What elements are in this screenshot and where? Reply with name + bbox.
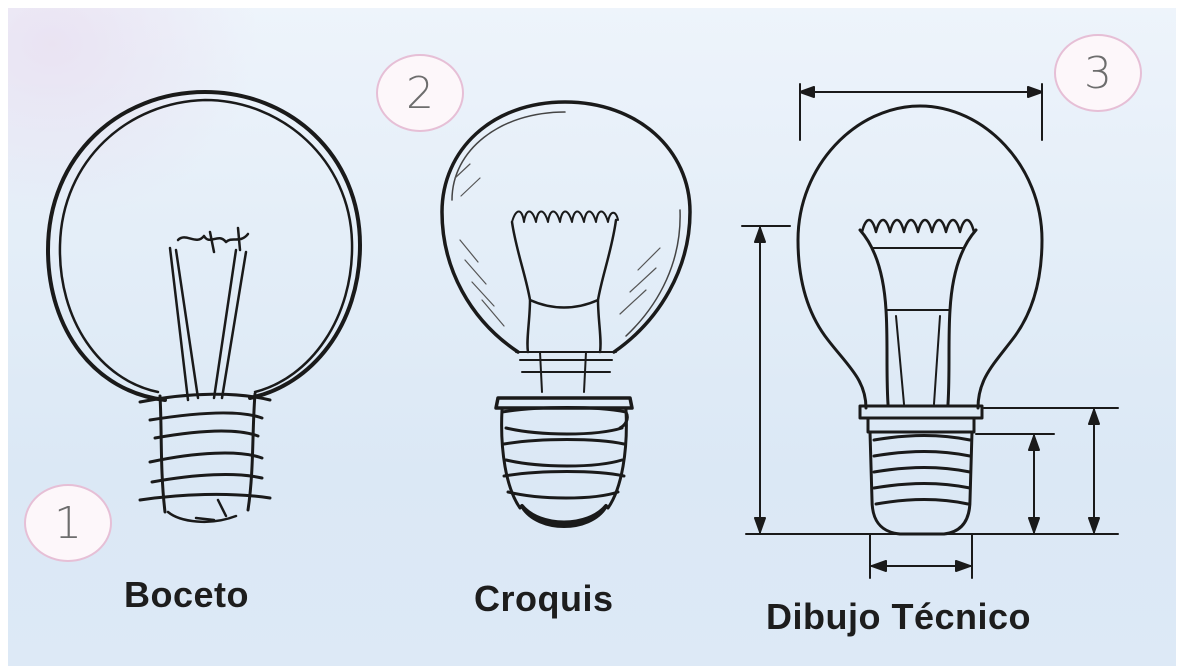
- croquis-thread: [502, 408, 627, 499]
- step-number: 3: [1084, 48, 1112, 99]
- dim-thread-height: [976, 434, 1054, 534]
- croquis-globe-inner: [452, 112, 680, 336]
- tech-thread: [868, 418, 974, 504]
- sketch-filament: [178, 228, 248, 252]
- tech-stem-outer: [860, 230, 976, 404]
- croquis-neck: [516, 352, 616, 392]
- caption-croquis: Croquis: [474, 578, 614, 620]
- step-badge-1: 1: [24, 484, 112, 562]
- croquis-globe: [442, 102, 690, 352]
- sketch-tip: [168, 500, 236, 522]
- caption-dibujo-tecnico: Dibujo Técnico: [766, 596, 1031, 638]
- croquis-shading: [455, 164, 660, 326]
- step-badge-3: 3: [1054, 34, 1142, 112]
- step-number: 1: [54, 498, 82, 549]
- dim-base-height: [984, 408, 1118, 534]
- tech-filament: [862, 220, 974, 232]
- dim-width-top: [800, 84, 1042, 140]
- tech-base-collar: [860, 406, 982, 418]
- caption-boceto: Boceto: [124, 574, 249, 616]
- step-number: 2: [406, 68, 434, 119]
- tech-globe: [798, 106, 1042, 408]
- sketch-stem-left: [170, 248, 198, 400]
- croquis-bulb: [442, 102, 690, 526]
- sketch-stem-right: [214, 250, 246, 398]
- sketch-bulb: [48, 92, 360, 522]
- croquis-stem: [512, 220, 616, 352]
- sketch-globe-stroke-2: [60, 100, 352, 392]
- dim-height-total: [742, 226, 1118, 534]
- step-badge-2: 2: [376, 54, 464, 132]
- dimension-lines: [742, 84, 1118, 578]
- technical-bulb: [742, 84, 1118, 578]
- croquis-filament: [512, 212, 618, 223]
- croquis-tip: [522, 506, 606, 526]
